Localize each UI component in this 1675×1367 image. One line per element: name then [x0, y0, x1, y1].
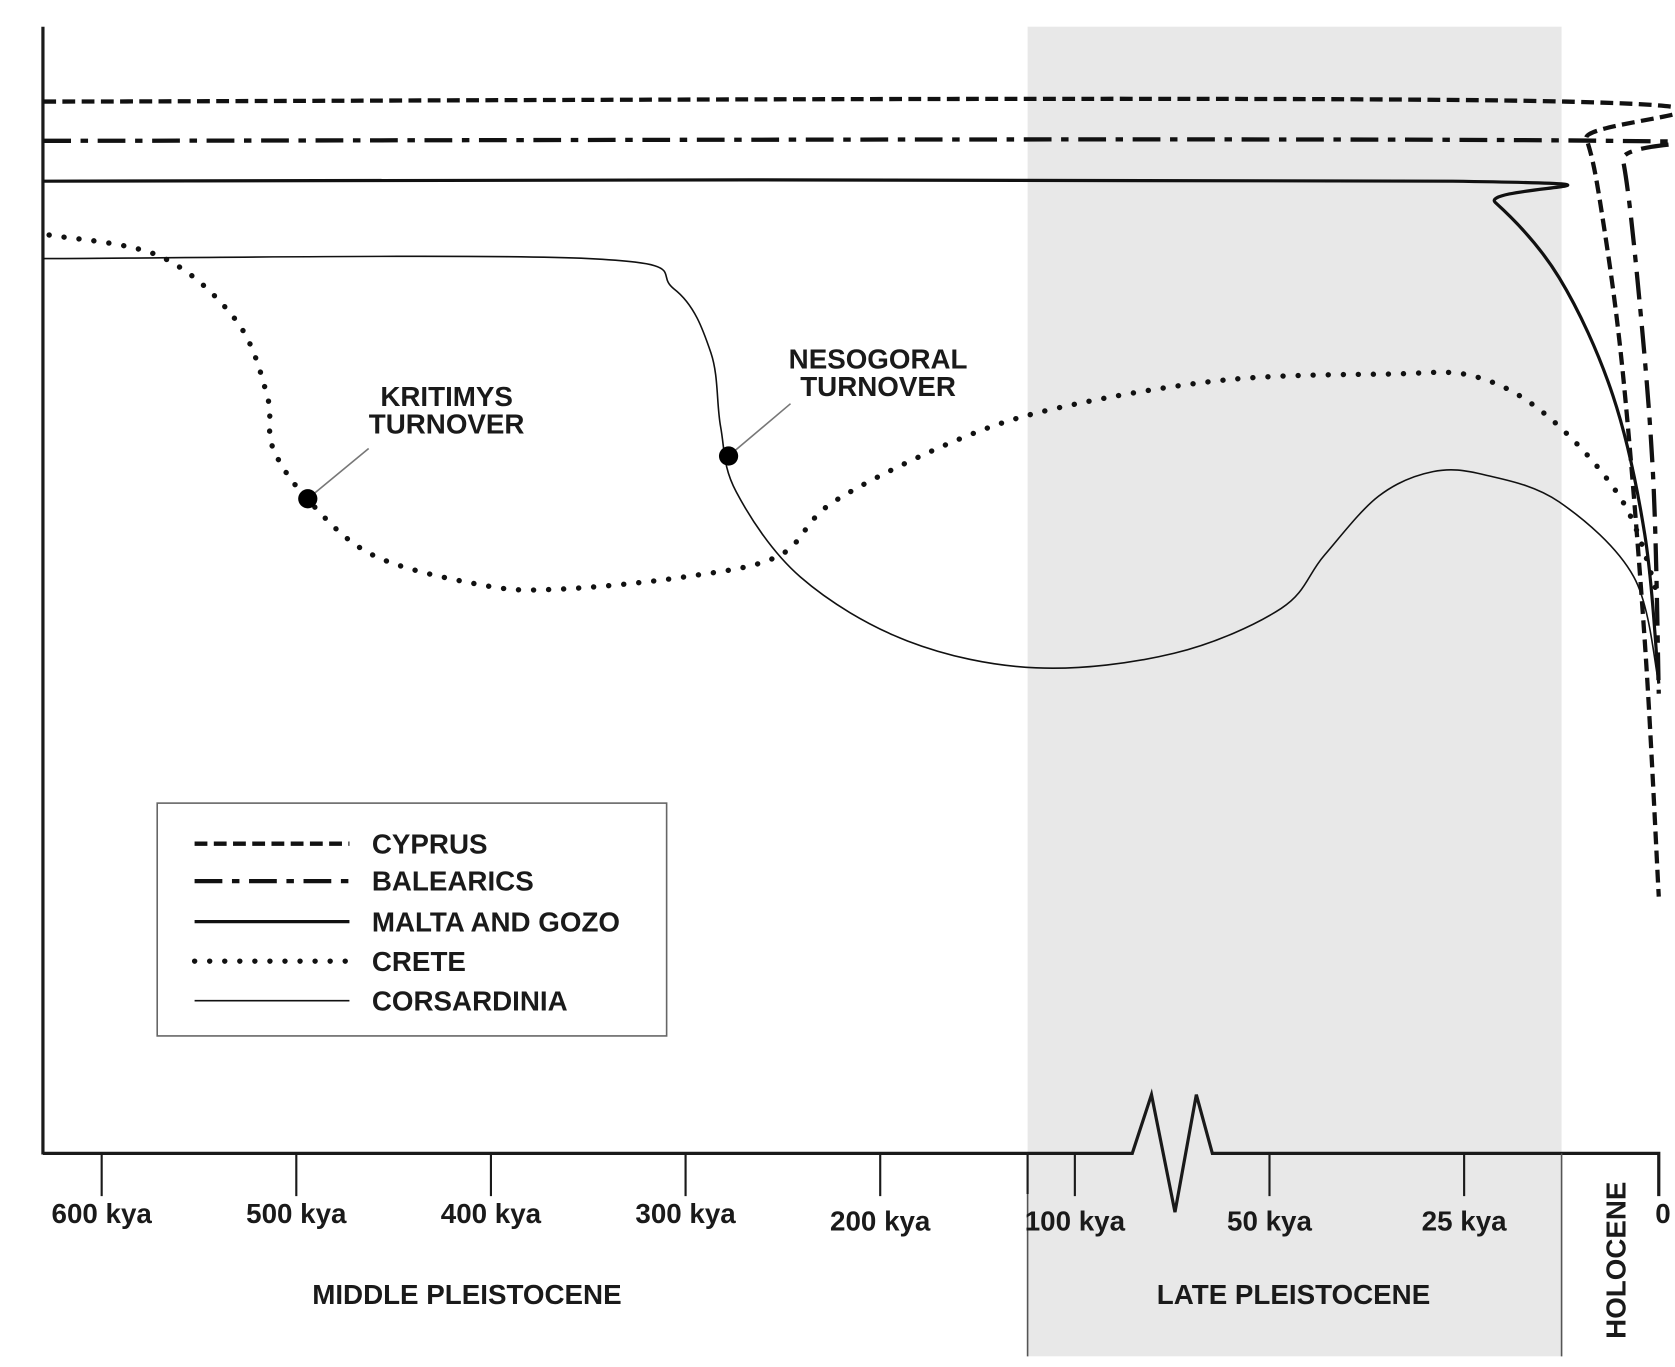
- x-tick-label: 0: [1655, 1198, 1670, 1229]
- x-tick-label: 500 kya: [246, 1198, 347, 1229]
- annotation-label: KRITIMYS: [380, 381, 513, 412]
- period-label-late: LATE PLEISTOCENE: [1157, 1279, 1430, 1310]
- annotation-leader: [307, 447, 370, 500]
- series-line-malta-and-gozo: [43, 178, 1661, 684]
- legend: CYPRUS BALEARICS MALTA AND GOZO CRETE CORSAR…: [156, 802, 668, 1037]
- x-tick-label: 100 kya: [1025, 1205, 1126, 1236]
- series-line-corsardinia: [43, 255, 1660, 684]
- legend-label-cyprus: CYPRUS: [372, 828, 488, 859]
- legend-label-crete: CRETE: [372, 946, 466, 977]
- series-line-cyprus: [43, 96, 1675, 897]
- legend-label-balearics: BALEARICS: [372, 866, 534, 897]
- annotation-marker: [718, 446, 739, 466]
- series-line-balearics: [43, 137, 1675, 694]
- annotation-label: TURNOVER: [369, 409, 525, 440]
- x-axis: [42, 1088, 1661, 1213]
- annotation-leader: [728, 403, 792, 457]
- annotation-marker: [298, 489, 318, 509]
- x-tick-label: 50 kya: [1227, 1205, 1312, 1236]
- annotation-label: TURNOVER: [800, 371, 956, 402]
- x-tick-label: 25 kya: [1422, 1205, 1507, 1236]
- period-label-middle: MIDDLE PLEISTOCENE: [312, 1279, 621, 1310]
- series-line-crete: [46, 232, 1662, 601]
- x-tick-label: 200 kya: [830, 1205, 931, 1236]
- annotation-label: NESOGORAL: [789, 343, 968, 374]
- x-tick-label: 600 kya: [52, 1198, 153, 1229]
- late-pleistocene-shading: [1027, 26, 1562, 1357]
- period-label-holocene: HOLOCENE: [1601, 1182, 1632, 1339]
- legend-label-corsardinia: CORSARDINIA: [372, 985, 568, 1016]
- legend-label-malta-and-gozo: MALTA AND GOZO: [372, 906, 620, 937]
- x-tick-label: 300 kya: [635, 1198, 736, 1229]
- x-tick-label: 400 kya: [441, 1198, 542, 1229]
